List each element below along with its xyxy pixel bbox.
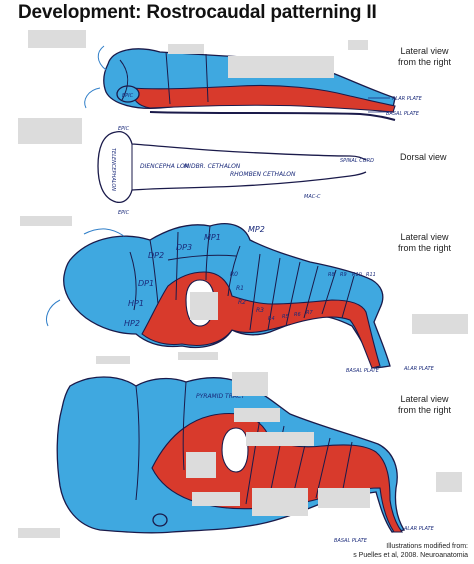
view-label-4: Lateral view from the right — [398, 394, 451, 416]
label-rhombencephalon: RHOMBEN CETHALON — [230, 171, 296, 178]
blank-box[interactable] — [190, 292, 218, 320]
label-alar-4: ALAR PLATE — [403, 526, 435, 532]
page-title: Development: Rostrocaudal patterning II — [18, 2, 377, 23]
label-r7: R7 — [306, 310, 313, 316]
blank-box[interactable] — [252, 488, 308, 516]
label-dp2: DP2 — [148, 251, 164, 260]
label-r2: R2 — [238, 299, 246, 306]
view-label-2: Dorsal view — [400, 152, 447, 162]
label-epic-1: EPIC — [122, 93, 134, 99]
view-label-1-line2: from the right — [398, 57, 452, 67]
label-basal-3: BASAL PLATE — [346, 368, 380, 374]
credit-line1: Illustrations modified from: — [386, 543, 468, 550]
label-midbrain: MIDBR. CETHALON — [184, 163, 241, 170]
label-diencephalon: DIENCEPHA LON — [140, 163, 190, 170]
view-label-4-line2: from the right — [398, 405, 452, 415]
credit-line2: s Puelles et al, 2008. Neuroanatomia — [353, 552, 468, 559]
label-pyramid: PYRAMID TRACT — [196, 393, 246, 400]
label-basal-4: BASAL PLATE — [334, 538, 368, 544]
label-mp1: MP1 — [204, 233, 221, 242]
label-r6: R6 — [294, 312, 301, 318]
label-basal-1: BASAL PLATE — [386, 111, 420, 117]
label-r5: R5 — [282, 314, 289, 320]
blank-box[interactable] — [318, 488, 370, 508]
blank-box[interactable] — [18, 118, 82, 144]
diagram-2-dorsal: EPIC EPIC TELENCEPHALON DIENCEPHA LON MI… — [97, 126, 374, 216]
label-r4: R4 — [268, 316, 275, 322]
view-label-3-line2: from the right — [398, 243, 452, 253]
label-telencephalon: TELENCEPHALON — [110, 148, 116, 191]
label-epic-2: EPIC — [118, 126, 130, 132]
view-label-3-line1: Lateral view — [400, 232, 449, 242]
label-dp3: DP3 — [176, 243, 192, 252]
label-mac: MAC-C — [304, 194, 321, 200]
label-r0: R0 — [230, 271, 238, 278]
label-spinal-cord: SPINAL CORD — [340, 158, 374, 164]
blank-box[interactable] — [178, 352, 218, 360]
view-label-3: Lateral view from the right — [398, 232, 451, 254]
blank-box[interactable] — [246, 432, 314, 446]
blank-box[interactable] — [28, 30, 86, 48]
blank-box[interactable] — [228, 56, 334, 78]
label-r9: R9 — [340, 272, 347, 278]
blank-box[interactable] — [20, 216, 72, 226]
view-label-1: Lateral view from the right — [398, 46, 451, 68]
label-mp2: MP2 — [248, 225, 265, 234]
blank-box[interactable] — [168, 44, 204, 54]
redaction-boxes — [18, 30, 468, 538]
label-hp2: HP2 — [124, 319, 140, 328]
label-hp1: HP1 — [128, 299, 144, 308]
label-r8: R8 — [328, 272, 335, 278]
label-alar-3: ALAR PLATE — [403, 366, 435, 372]
blank-box[interactable] — [436, 472, 462, 492]
blank-box[interactable] — [234, 408, 280, 422]
label-epic-3: EPIC — [118, 210, 130, 216]
label-r11: R11 — [366, 272, 376, 278]
blank-box[interactable] — [186, 452, 216, 478]
diagram-4-lateral: PYRAMID TRACT BASAL PLATE ALAR PLATE — [56, 376, 435, 544]
label-r3: R3 — [256, 307, 264, 314]
view-label-1-line1: Lateral view — [400, 46, 449, 56]
credit-text: Illustrations modified from: s Puelles e… — [353, 542, 468, 560]
view-label-4-line1: Lateral view — [400, 394, 449, 404]
blank-box[interactable] — [348, 40, 368, 50]
diagram-3-lateral: DP2 DP3 DP1 MP1 MP2 HP1 HP2 R0 R1 R2 R3 … — [46, 223, 435, 374]
blank-box[interactable] — [412, 314, 468, 334]
blank-box[interactable] — [232, 372, 268, 396]
blank-box[interactable] — [18, 528, 60, 538]
label-dp1: DP1 — [138, 279, 154, 288]
label-alar-1: ALAR PLATE — [391, 96, 423, 102]
blank-box[interactable] — [192, 492, 240, 506]
label-r10: R10 — [352, 272, 362, 278]
blank-box[interactable] — [96, 356, 130, 364]
label-r1: R1 — [236, 285, 244, 292]
